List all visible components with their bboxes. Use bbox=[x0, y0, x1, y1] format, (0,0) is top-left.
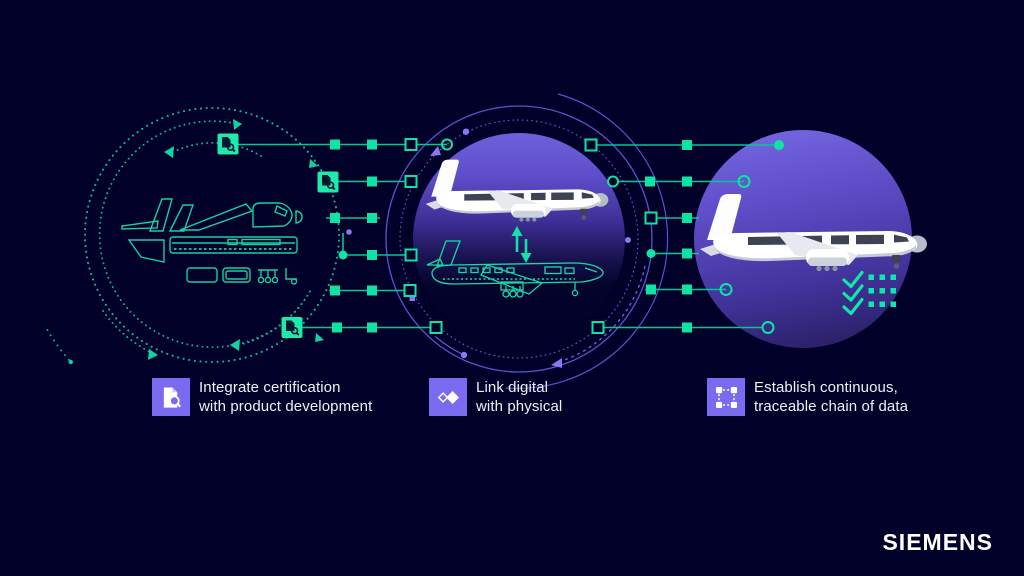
data-connector-markers-left bbox=[309, 138, 453, 342]
arc-arrow-icon bbox=[230, 339, 240, 351]
dotted-arc-outer-sparse bbox=[46, 329, 72, 363]
dotted-arc-bottom bbox=[238, 298, 306, 346]
physical-aircraft-wireframe bbox=[426, 240, 604, 298]
design-stage-circle bbox=[46, 106, 341, 365]
certification-doc-icons bbox=[217, 133, 339, 338]
digital-twin-circle bbox=[346, 93, 669, 390]
purple-arc-outer bbox=[505, 93, 669, 390]
ring-dot bbox=[625, 237, 631, 243]
ring-dot bbox=[346, 229, 352, 235]
ring-dot bbox=[462, 128, 470, 135]
checkmark-list bbox=[842, 270, 864, 316]
arc-arrow-icon bbox=[148, 349, 158, 360]
ring-square-marker bbox=[409, 295, 415, 301]
arc-arrow-icon bbox=[430, 146, 441, 156]
arc-end-dot bbox=[460, 351, 468, 359]
siemens-logo: SIEMENS bbox=[882, 529, 993, 555]
data-dots-grid bbox=[868, 274, 896, 307]
purple-arc-dashed bbox=[558, 265, 646, 363]
data-connector-markers-right bbox=[584, 138, 784, 334]
arc-arrow-icon bbox=[233, 119, 242, 130]
purple-ring-dotted bbox=[399, 119, 639, 359]
dotted-ring-inner bbox=[98, 120, 311, 349]
mini-arrow-icon bbox=[315, 333, 324, 342]
arc-arrow-icon bbox=[164, 146, 174, 158]
arc-arrow-icon bbox=[551, 358, 562, 368]
exploded-aircraft-wireframe bbox=[121, 198, 303, 285]
dotted-arc-bottom-left bbox=[102, 310, 151, 353]
mini-arrow-icon bbox=[309, 159, 318, 168]
dotted-ring-outer bbox=[83, 106, 341, 364]
purple-ring-outer bbox=[385, 105, 653, 373]
arc-end-dot bbox=[68, 359, 74, 365]
sync-arrows-icon bbox=[511, 226, 532, 263]
